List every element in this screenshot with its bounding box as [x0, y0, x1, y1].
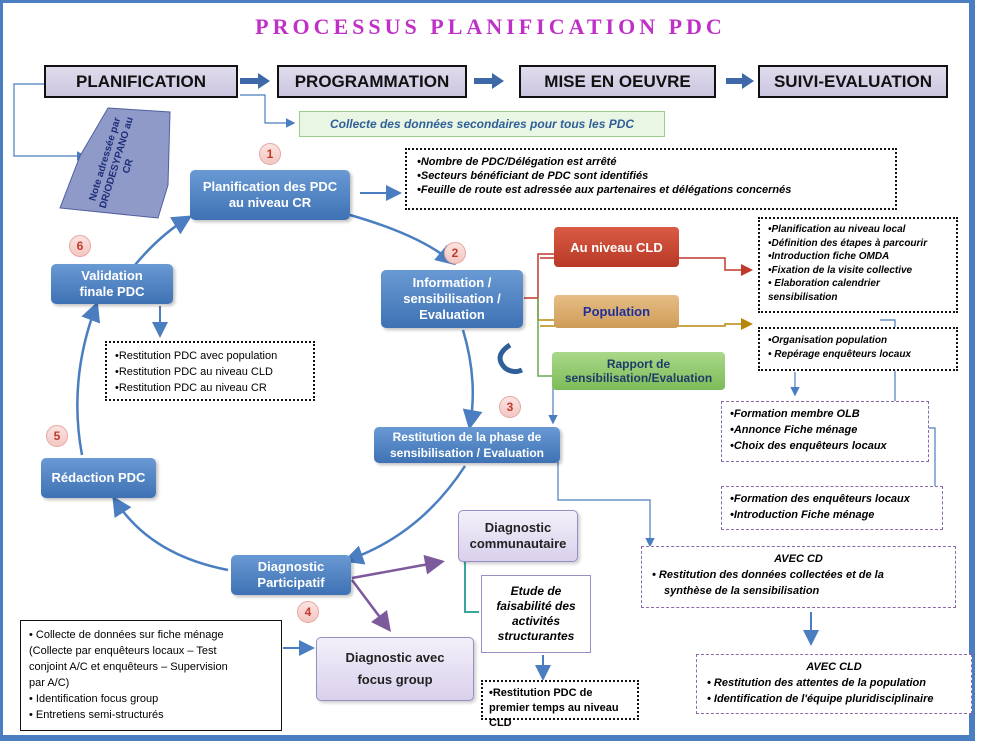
list-item: •Restitution PDC au niveau CLD [115, 366, 273, 378]
list-item: • Identification focus group [29, 693, 159, 705]
box-restitution-premier-temps: •Restitution PDC de premier temps au niv… [481, 680, 639, 729]
step-validation: Validation finale PDC [51, 264, 173, 304]
box-avec-cld: AVEC CLD • Restitution des attentes de l… [696, 654, 972, 714]
list-item: •Restitution PDC avec population [115, 350, 278, 362]
list-item: •Restitution PDC au niveau CR [115, 382, 267, 394]
step-number-6: 6 [69, 235, 91, 257]
box-validation-details: •Restitution PDC avec population •Restit… [105, 341, 315, 401]
list-item: synthèse de la sensibilisation [664, 585, 820, 597]
step-redaction: Rédaction PDC [41, 458, 156, 498]
phase-arrows [240, 73, 754, 89]
list-item: •Fixation de la visite collective [768, 264, 913, 276]
page-title: PROCESSUS PLANIFICATION PDC [255, 14, 726, 39]
collecte-banner: Collecte des données secondaires pour to… [299, 111, 665, 137]
avec-cld-title: AVEC CLD [806, 661, 862, 673]
list-item: conjoint A/C et enquêteurs – Supervision [29, 661, 228, 673]
list-item: •Introduction fiche OMDA [768, 251, 890, 262]
box-population-details: •Organisation population • Repérage enqu… [758, 327, 958, 371]
list-item: • Restitution des attentes de la populat… [707, 677, 926, 689]
box-collecte-details: • Collecte de données sur fiche ménage (… [20, 620, 282, 731]
box-enqueteurs-details: •Formation des enquêteurs locaux •Introd… [721, 486, 943, 530]
list-item: •Introduction Fiche ménage [730, 509, 875, 521]
step-planification-cr: Planification des PDC au niveau CR [190, 170, 350, 220]
phase-suivi-evaluation: SUIVI-EVALUATION [758, 65, 948, 98]
step-number-2: 2 [444, 242, 466, 264]
box-diagnostic-focus-group: Diagnostic avec focus group [316, 637, 474, 701]
step-number-5: 5 [46, 425, 68, 447]
step-information: Information / sensibilisation / Evaluati… [381, 270, 523, 328]
list-item: •Formation membre OLB [730, 408, 860, 420]
box-niveau-cld: Au niveau CLD [554, 227, 679, 267]
list-item: • Elaboration calendrier [768, 278, 880, 289]
list-item: sensibilisation [768, 291, 838, 303]
step-restitution: Restitution de la phase de sensibilisati… [374, 427, 560, 463]
box-population: Population [554, 295, 679, 328]
box-diagnostic-communautaire: Diagnostic communautaire [458, 510, 578, 562]
step-number-1: 1 [259, 143, 281, 165]
phase-mise-en-oeuvre: MISE EN OEUVRE [519, 65, 716, 98]
phase-programmation: PROGRAMMATION [277, 65, 467, 98]
avec-cd-title: AVEC CD [774, 553, 823, 565]
box-cld-details: •Planification au niveau local •Définiti… [758, 217, 958, 313]
list-item: •Nombre de PDC/Délégation est arrêté [417, 156, 617, 168]
box-planification-details: •Nombre de PDC/Délégation est arrêté •Se… [405, 148, 897, 210]
box-rapport: Rapport de sensibilisation/Evaluation [552, 352, 725, 390]
phase-planification: PLANIFICATION [44, 65, 238, 98]
step-number-4: 4 [297, 601, 319, 623]
list-item: • Restitution des données collectées et … [652, 569, 884, 581]
list-item: •Planification au niveau local [768, 224, 906, 235]
list-item: • Identification de l'équipe pluridiscip… [707, 693, 934, 705]
step-diagnostic-participatif: Diagnostic Participatif [231, 555, 351, 595]
list-item: • Collecte de données sur fiche ménage [29, 629, 224, 641]
list-item: • Repérage enquêteurs locaux [768, 349, 911, 360]
box-etude-faisabilite: Etude de faisabilité des activités struc… [481, 575, 591, 653]
step-number-3: 3 [499, 396, 521, 418]
list-item: •Choix des enquêteurs locaux [730, 440, 887, 452]
list-item: (Collecte par enquêteurs locaux – Test [29, 645, 217, 657]
list-item: • Entretiens semi-structurés [29, 709, 164, 721]
list-item: •Secteurs bénéficiant de PDC sont identi… [417, 170, 649, 182]
list-item: •Organisation population [768, 335, 888, 346]
list-item: •Feuille de route est adressée aux parte… [417, 184, 792, 196]
list-item: •Formation des enquêteurs locaux [730, 493, 910, 505]
list-item: •Annonce Fiche ménage [730, 424, 858, 436]
box-olb-details: •Formation membre OLB •Annonce Fiche mén… [721, 401, 929, 462]
list-item: •Définition des étapes à parcourir [768, 237, 928, 249]
box-avec-cd: AVEC CD • Restitution des données collec… [641, 546, 956, 608]
list-item: par A/C) [29, 677, 70, 689]
